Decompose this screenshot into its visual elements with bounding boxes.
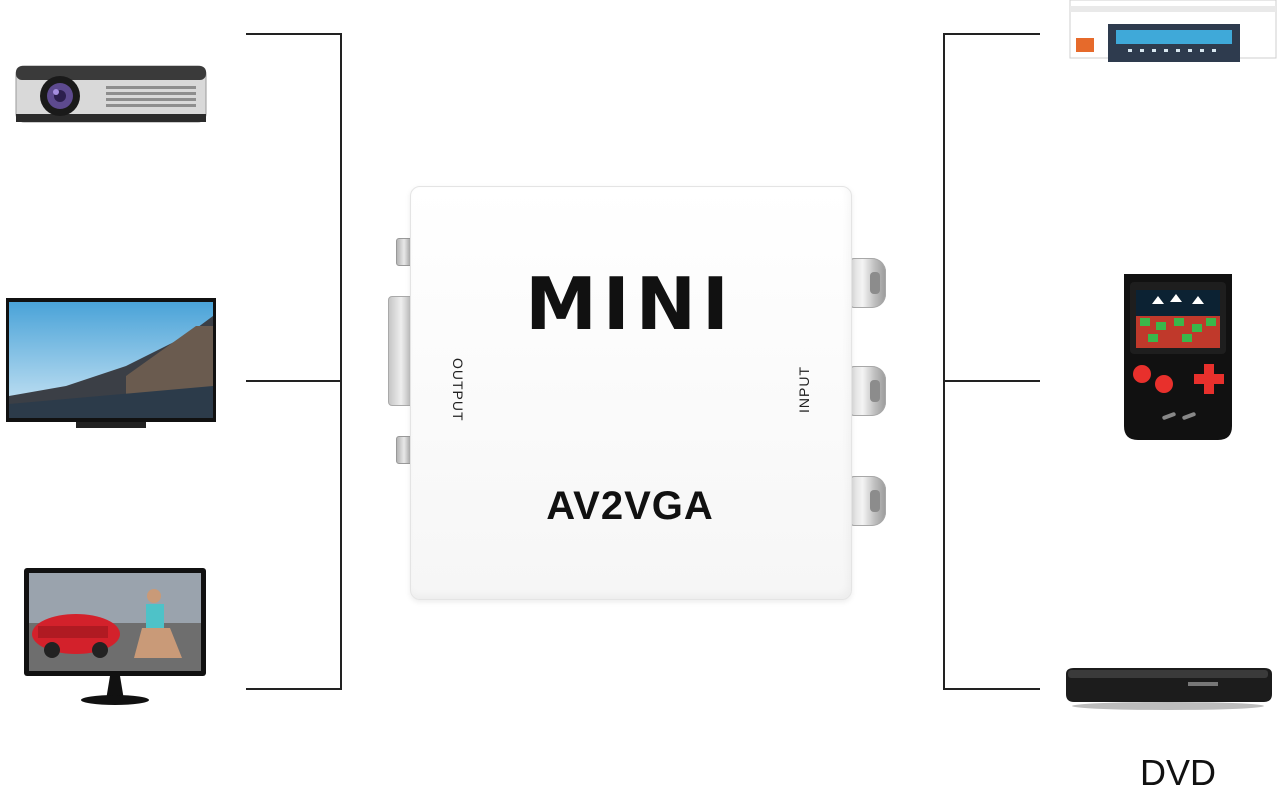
right-bracket-vertical (943, 33, 945, 690)
left-bracket-top (246, 33, 342, 35)
input-label: INPUT (796, 366, 812, 414)
rca-jack-top (850, 258, 886, 308)
model-label: AV2VGA (546, 484, 714, 528)
left-bracket-middle (246, 380, 342, 382)
right-bracket-bottom (943, 688, 1040, 690)
dvd-label: DVD (1139, 752, 1216, 793)
output-label: OUTPUT (450, 358, 466, 422)
brand-label: MINI (525, 262, 735, 346)
projector-icon (15, 65, 207, 123)
rca-jack-middle (850, 366, 886, 416)
rca-jack-bottom (850, 476, 886, 526)
left-bracket-bottom (246, 688, 342, 690)
set-top-box-icon (1069, 0, 1277, 62)
monitor-icon (24, 568, 206, 705)
right-bracket-top (943, 33, 1040, 35)
right-bracket-middle (943, 380, 1040, 382)
dvd-player-icon (1066, 668, 1272, 710)
handheld-game-console-icon (1124, 274, 1232, 440)
left-bracket-vertical (340, 33, 342, 690)
av2vga-converter (410, 186, 852, 600)
tv-icon (6, 298, 216, 428)
